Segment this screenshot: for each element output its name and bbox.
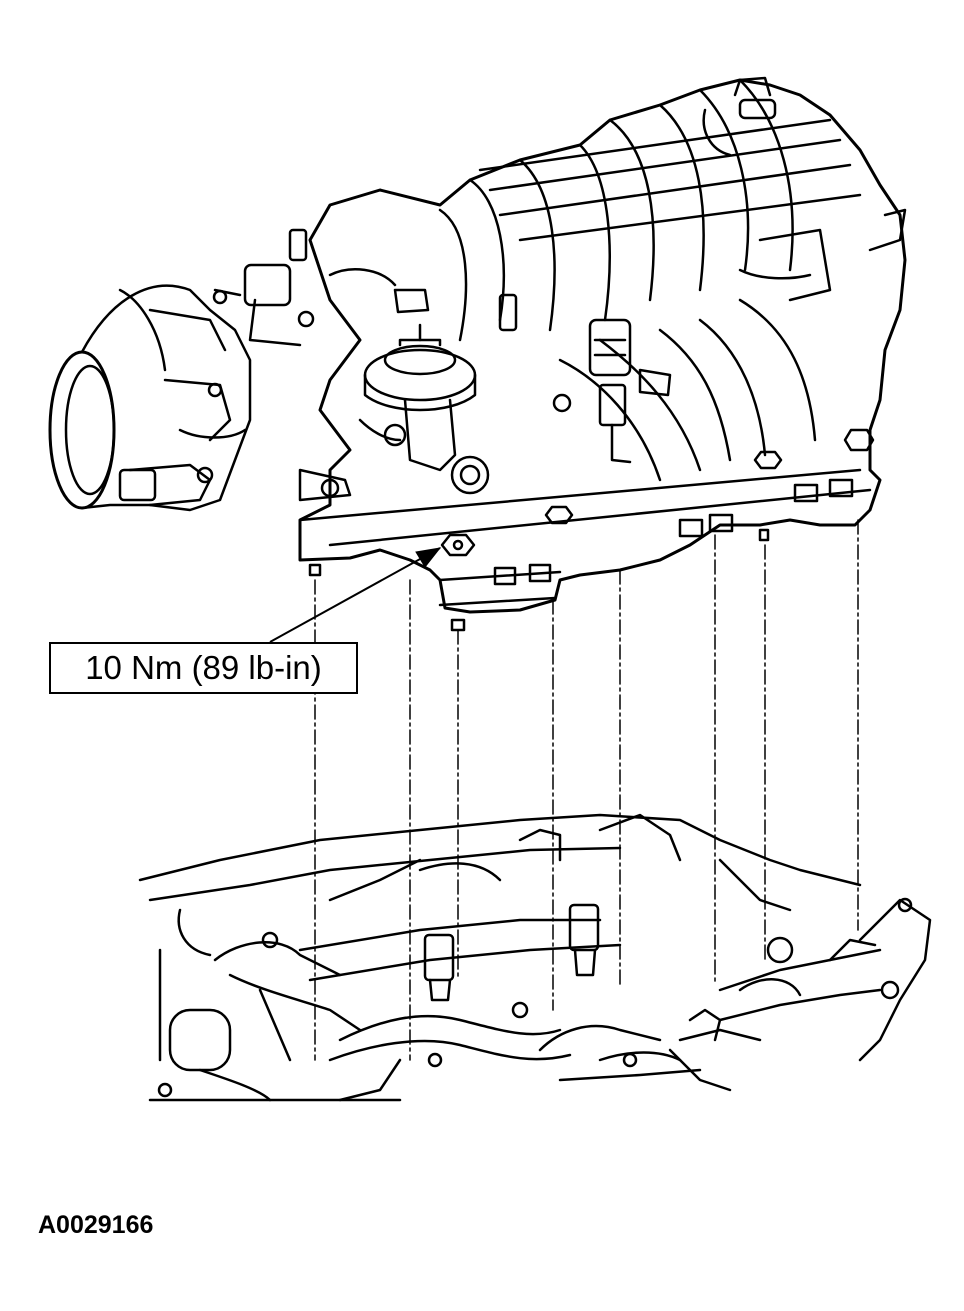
- torque-callout: 10 Nm (89 lb-in): [49, 642, 358, 694]
- egr-valve-drawing: [288, 228, 672, 502]
- throttle-body-drawing: [48, 263, 302, 512]
- bolt-drawing: [297, 310, 875, 632]
- figure-id: A0029166: [38, 1211, 154, 1239]
- leader-arrow: [269, 547, 442, 643]
- alignment-line: [314, 519, 859, 1061]
- intake-manifold-drawing: [298, 76, 907, 614]
- torque-label: 10 Nm (89 lb-in): [85, 649, 322, 686]
- engine-block-drawing: [138, 813, 932, 1102]
